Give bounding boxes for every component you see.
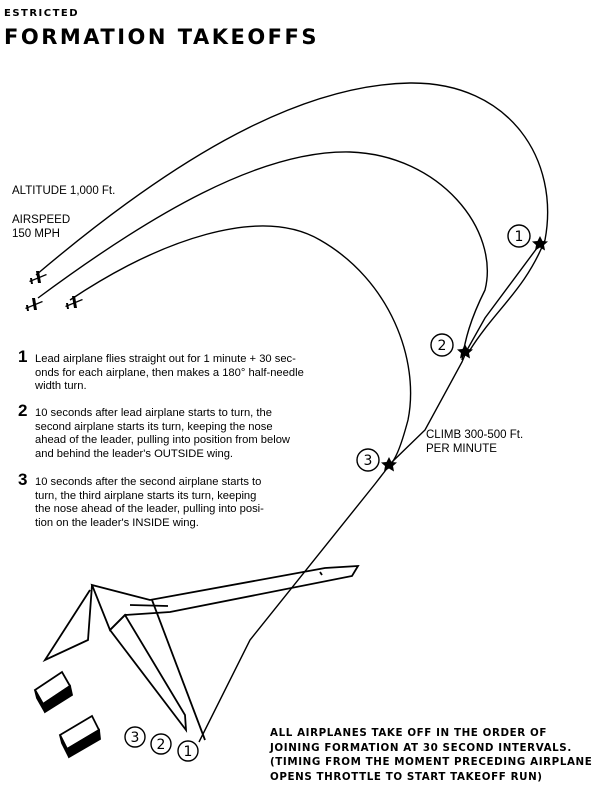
step-text-line: Lead airplane flies straight out for 1 m…: [35, 353, 296, 365]
airfield-runway: [42, 564, 360, 741]
airplane-icon: [65, 296, 83, 309]
step-text-line: tion on the leader's INSIDE wing.: [35, 516, 199, 529]
airspeed-label-line1: AIRSPEED: [12, 214, 71, 226]
airspeed-label-line2: 150 MPH: [12, 228, 60, 240]
step-text-line: second airplane starts its turn, keeping…: [35, 420, 273, 433]
turn-markers: 1 2 3: [356, 224, 531, 472]
restricted-stamp: ESTRICTED: [4, 8, 80, 19]
runway-marker-2: 2: [157, 737, 166, 753]
runway-markers: 3 2 1: [124, 726, 199, 762]
step-text-line: 10 seconds after the second airplane sta…: [35, 476, 262, 488]
airspeed-label: AIRSPEED 150 MPH: [12, 213, 70, 241]
path-third: [69, 225, 412, 469]
climb-label: CLIMB 300-500 Ft. PER MINUTE: [426, 428, 523, 456]
instruction-step: 1 Lead airplane flies straight out for 1…: [18, 347, 304, 394]
airplane-icon: [29, 271, 47, 284]
step-text-line: 10 seconds after lead airplane starts to…: [35, 407, 272, 419]
instruction-step: 2 10 seconds after lead airplane starts …: [18, 401, 290, 461]
step-text-line: onds for each airplane, then makes a 180…: [35, 366, 304, 379]
star-icon: [532, 236, 548, 251]
path-second: [37, 151, 488, 361]
climb-label-line2: PER MINUTE: [426, 443, 497, 455]
takeoff-order-note: ALL AIRPLANES TAKE OFF IN THE ORDER OF J…: [270, 726, 592, 784]
altitude-label: ALTITUDE 1,000 Ft.: [12, 185, 116, 197]
step-text-line: and behind the leader's OUTSIDE wing.: [35, 447, 234, 460]
step-number: 3: [18, 470, 28, 489]
note-line: (TIMING FROM THE MOMENT PRECEDING AIRPLA…: [270, 756, 593, 768]
note-line: OPENS THROTTLE TO START TAKEOFF RUN): [270, 770, 543, 783]
turn-marker-2: 2: [438, 338, 447, 354]
turn-stars: [381, 236, 548, 472]
step-text-line: ahead of the leader, pulling into positi…: [35, 434, 290, 447]
airplane-icons: [25, 271, 83, 311]
step-number: 1: [18, 347, 28, 366]
note-line: JOINING FORMATION AT 30 SECOND INTERVALS…: [270, 741, 572, 754]
path-lead: [35, 82, 549, 351]
turn-marker-1: 1: [515, 229, 524, 245]
flight-paths: [35, 82, 549, 743]
page-title: FORMATION TAKEOFFS: [4, 25, 319, 49]
runway-marker-3: 3: [131, 730, 140, 746]
instruction-step: 3 10 seconds after the second airplane s…: [18, 470, 264, 530]
hangar-blocks: [33, 670, 101, 759]
step-text-line: width turn.: [35, 380, 87, 393]
step-number: 2: [18, 401, 28, 420]
step-text-line: turn, the third airplane starts its turn…: [35, 489, 257, 502]
note-line: ALL AIRPLANES TAKE OFF IN THE ORDER OF: [270, 727, 547, 739]
star-icon: [457, 344, 473, 359]
airplane-icon: [25, 298, 43, 311]
turn-marker-3: 3: [364, 453, 373, 469]
climb-label-line1: CLIMB 300-500 Ft.: [426, 429, 524, 441]
star-icon: [381, 457, 397, 472]
runway-marker-1: 1: [184, 744, 193, 760]
step-text-line: the nose ahead of the leader, pulling in…: [35, 503, 264, 516]
